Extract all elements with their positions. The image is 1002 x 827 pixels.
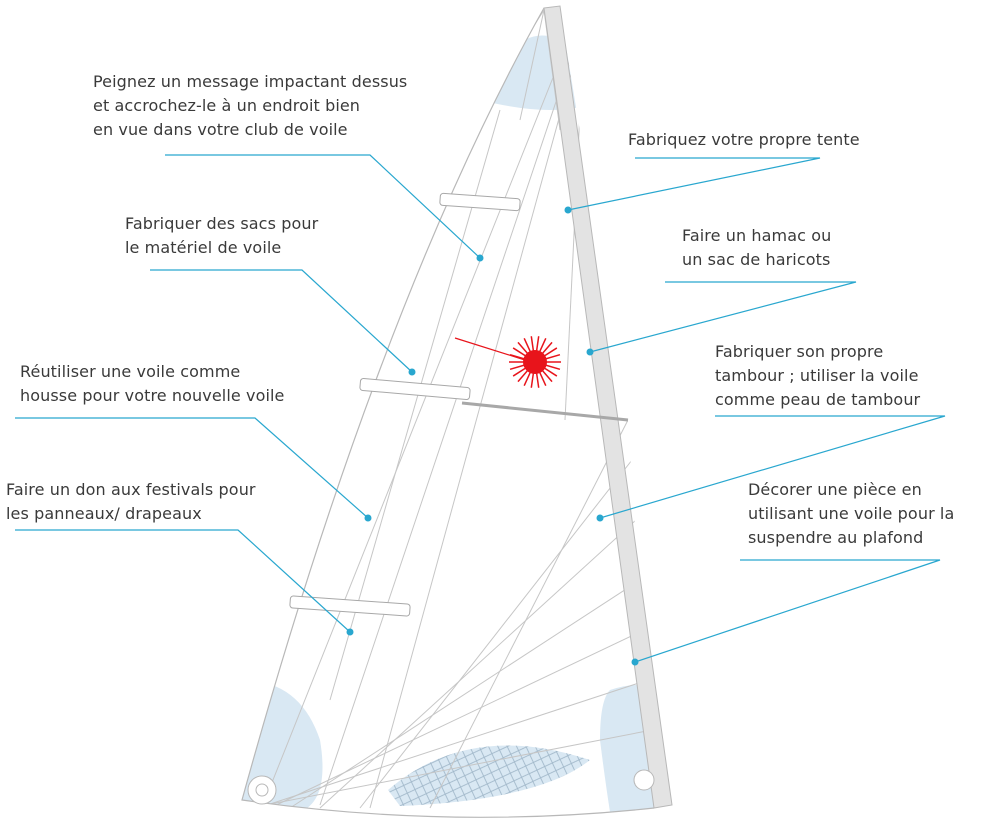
- mast: [543, 5, 673, 809]
- leader-lines: [15, 154, 946, 663]
- label-line: le matériel de voile: [125, 238, 282, 257]
- label-line: Décorer une pièce en: [748, 480, 922, 499]
- label-line: comme peau de tambour: [715, 390, 921, 409]
- label-festival: Faire un don aux festivals pour les pann…: [6, 478, 256, 526]
- head-patch: [480, 35, 600, 110]
- label-line: utilisant une voile pour la: [748, 504, 955, 523]
- sail-outline: [241, 7, 655, 818]
- label-tent: Fabriquez votre propre tente: [628, 128, 860, 152]
- leader-dots: [346, 206, 639, 666]
- mid-batten-seam: [461, 401, 629, 422]
- label-line: Faire un hamac ou: [682, 226, 832, 245]
- damage-mark: [454, 336, 561, 388]
- clew-ring: [633, 769, 655, 791]
- label-line: Fabriquez votre propre tente: [628, 130, 860, 149]
- label-line: Peignez un message impactant dessus: [93, 72, 408, 91]
- reinforcement-patches: [242, 35, 654, 812]
- label-line: et accrochez-le à un endroit bien: [93, 96, 361, 115]
- label-line: les panneaux/ drapeaux: [6, 504, 202, 523]
- label-hammock: Faire un hamac ou un sac de haricots: [682, 224, 831, 272]
- label-bags: Fabriquer des sacs pour le matériel de v…: [125, 212, 318, 260]
- label-line: Réutiliser une voile comme: [20, 362, 241, 381]
- label-line: housse pour votre nouvelle voile: [20, 386, 285, 405]
- label-line: tambour ; utiliser la voile: [715, 366, 919, 385]
- label-line: un sac de haricots: [682, 250, 831, 269]
- tack-ring: [247, 775, 277, 805]
- label-line: en vue dans votre club de voile: [93, 120, 348, 139]
- label-line: Fabriquer son propre: [715, 342, 884, 361]
- label-line: suspendre au plafond: [748, 528, 924, 547]
- label-decor: Décorer une pièce en utilisant une voile…: [748, 478, 954, 550]
- label-cover: Réutiliser une voile comme housse pour v…: [20, 360, 285, 408]
- label-message: Peignez un message impactant dessus et a…: [93, 70, 407, 142]
- label-line: Fabriquer des sacs pour: [125, 214, 319, 233]
- battens: [289, 192, 521, 617]
- label-drum: Fabriquer son propre tambour ; utiliser …: [715, 340, 920, 412]
- label-line: Faire un don aux festivals pour: [6, 480, 256, 499]
